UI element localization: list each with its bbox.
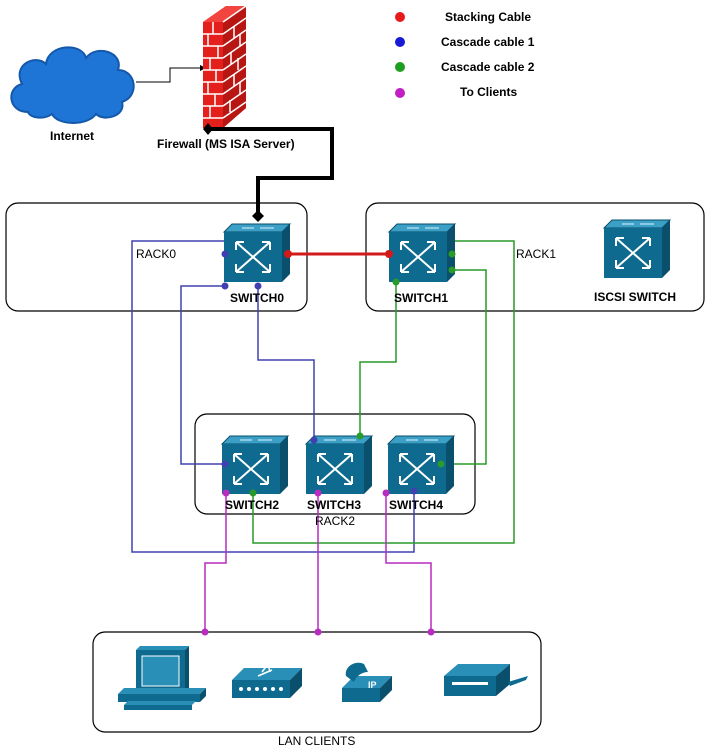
connection-dots xyxy=(201,250,456,636)
modem-icon[interactable] xyxy=(232,662,302,698)
rack2-label: RACK2 xyxy=(315,514,355,528)
legend-dot-cascade2 xyxy=(395,62,405,72)
clients-cable xyxy=(204,493,432,632)
svg-text:IP: IP xyxy=(368,680,377,690)
legend-dot-clients xyxy=(395,88,405,98)
lan-clients-label: LAN CLIENTS xyxy=(278,734,355,748)
firewall-icon xyxy=(203,5,247,128)
cascade-cable-2 xyxy=(252,240,515,544)
rack1-label: RACK1 xyxy=(516,247,556,261)
wan-cable xyxy=(208,127,334,214)
rack1-box xyxy=(365,202,705,312)
cascade-cable-1 xyxy=(131,240,415,553)
switch3-label: SWITCH3 xyxy=(307,498,361,512)
switch0-label: SWITCH0 xyxy=(230,291,284,305)
legend-label-clients: To Clients xyxy=(460,85,517,99)
workstation-icon[interactable] xyxy=(118,646,206,710)
legend-dot-cascade1 xyxy=(395,37,405,47)
iscsi-switch-label: ISCSI SWITCH xyxy=(594,290,676,304)
firewall-label: Firewall (MS ISA Server) xyxy=(157,137,295,151)
internet-label: Internet xyxy=(50,129,94,143)
switch1-icon[interactable] xyxy=(388,223,456,283)
legend-label-stacking: Stacking Cable xyxy=(445,10,531,24)
switch4-label: SWITCH4 xyxy=(389,498,443,512)
legend-label-cascade1: Cascade cable 1 xyxy=(441,35,535,49)
legend-dot-stacking xyxy=(395,12,405,22)
switch2-icon[interactable] xyxy=(221,435,289,495)
legend-label-cascade2: Cascade cable 2 xyxy=(441,60,535,74)
iscsi-switch-icon[interactable] xyxy=(603,219,671,279)
ip-phone-icon[interactable]: IP xyxy=(342,662,392,702)
legend: Stacking Cable Cascade cable 1 Cascade c… xyxy=(395,10,535,99)
switch2-label: SWITCH2 xyxy=(225,498,279,512)
rack0-box xyxy=(5,202,308,312)
switch1-label: SWITCH1 xyxy=(394,291,448,305)
printer-icon[interactable] xyxy=(444,664,528,696)
rack0-label: RACK0 xyxy=(136,247,176,261)
cloud-icon xyxy=(10,46,135,124)
switch3-icon[interactable] xyxy=(305,435,373,495)
switch0-icon[interactable] xyxy=(223,223,291,283)
